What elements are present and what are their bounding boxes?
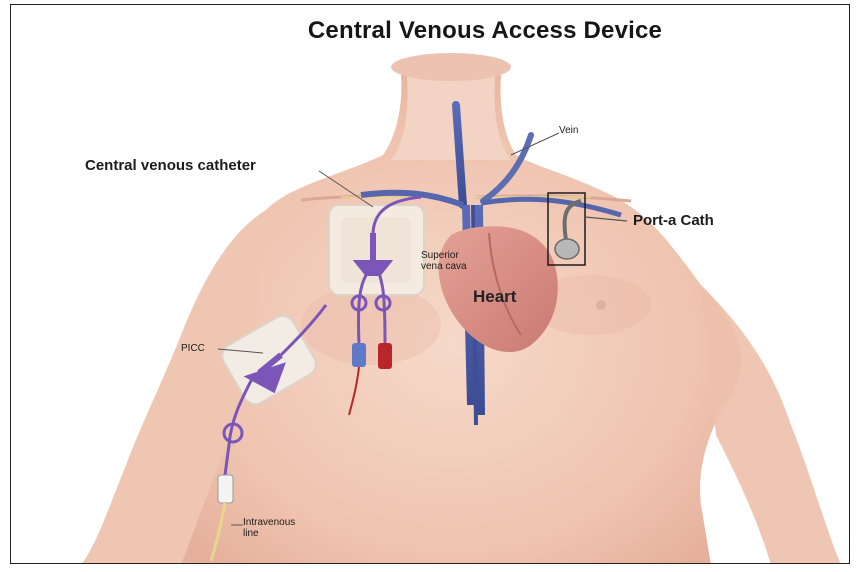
label-picc: PICC (181, 343, 205, 354)
chin-shadow (391, 53, 511, 81)
anatomy-illustration (11, 5, 850, 564)
label-intravenous: Intravenous (243, 517, 295, 528)
label-superior: Superior (421, 250, 459, 261)
cvc-cap-red (378, 343, 392, 369)
page-title: Central Venous Access Device (11, 17, 849, 45)
figure-frame: Central Venous Access Device Vein Centra… (10, 4, 850, 564)
label-port-a-cath: Port-a Cath (633, 212, 714, 229)
label-vena-cava: vena cava (421, 261, 467, 272)
port-reservoir (555, 239, 579, 259)
label-heart: Heart (473, 287, 516, 307)
label-vein: Vein (559, 125, 578, 136)
label-superior-vena-cava: Superior vena cava (421, 250, 467, 272)
cvc-cap-blue (352, 343, 366, 367)
nipple (596, 300, 606, 310)
label-line: line (243, 528, 259, 539)
right-arm-shape (701, 285, 841, 564)
label-central-venous-catheter: Central venous catheter (85, 157, 256, 174)
chest-shadow-left (301, 285, 441, 365)
vein-leader (511, 133, 559, 155)
label-intravenous-line: Intravenous line (243, 517, 295, 539)
picc-cap (218, 475, 233, 503)
